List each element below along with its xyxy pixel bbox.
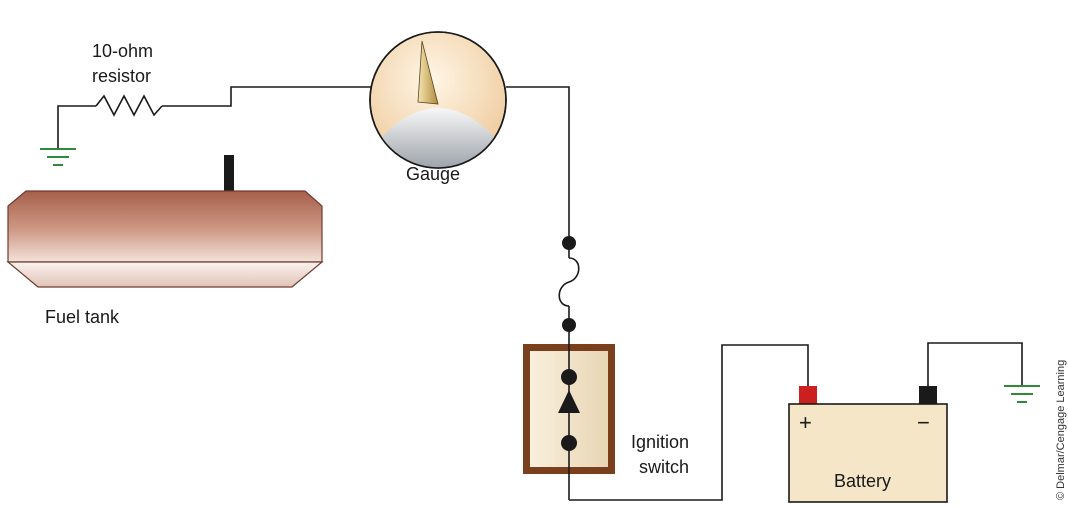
resistor-label-line1: 10-ohm (92, 41, 153, 61)
battery (788, 386, 948, 503)
fuel-tank-label: Fuel tank (45, 307, 120, 327)
gauge-needle-icon (417, 40, 439, 105)
battery-ground-symbol (1004, 385, 1040, 403)
copyright-credit: © Delmar/Cengage Learning (1055, 360, 1067, 500)
ignition-switch (523, 325, 615, 500)
ignition-label-line1: Ignition (631, 432, 689, 452)
switch-arrow-icon (558, 390, 580, 413)
wire-switch-to-battery (569, 344, 809, 501)
fuse-symbol-icon (558, 236, 580, 332)
gauge-label: Gauge (406, 164, 460, 184)
wire-battery-to-ground (927, 342, 1023, 388)
gauge (369, 31, 507, 169)
wire-gauge-to-fuse (506, 86, 570, 243)
resistor (57, 86, 372, 117)
negative-terminal-icon (919, 386, 937, 404)
resistor-label-line2: resistor (92, 66, 151, 86)
positive-terminal-icon (799, 386, 817, 404)
battery-label: Battery (834, 471, 891, 491)
battery-positive-sign: + (799, 410, 812, 435)
ignition-label-line2: switch (639, 457, 689, 477)
resistor-zigzag-icon (95, 94, 163, 117)
battery-negative-sign: − (917, 410, 930, 435)
resistor-ground-symbol (40, 113, 76, 166)
fuel-tank (6, 155, 324, 288)
tank-sender-stem (224, 155, 234, 191)
